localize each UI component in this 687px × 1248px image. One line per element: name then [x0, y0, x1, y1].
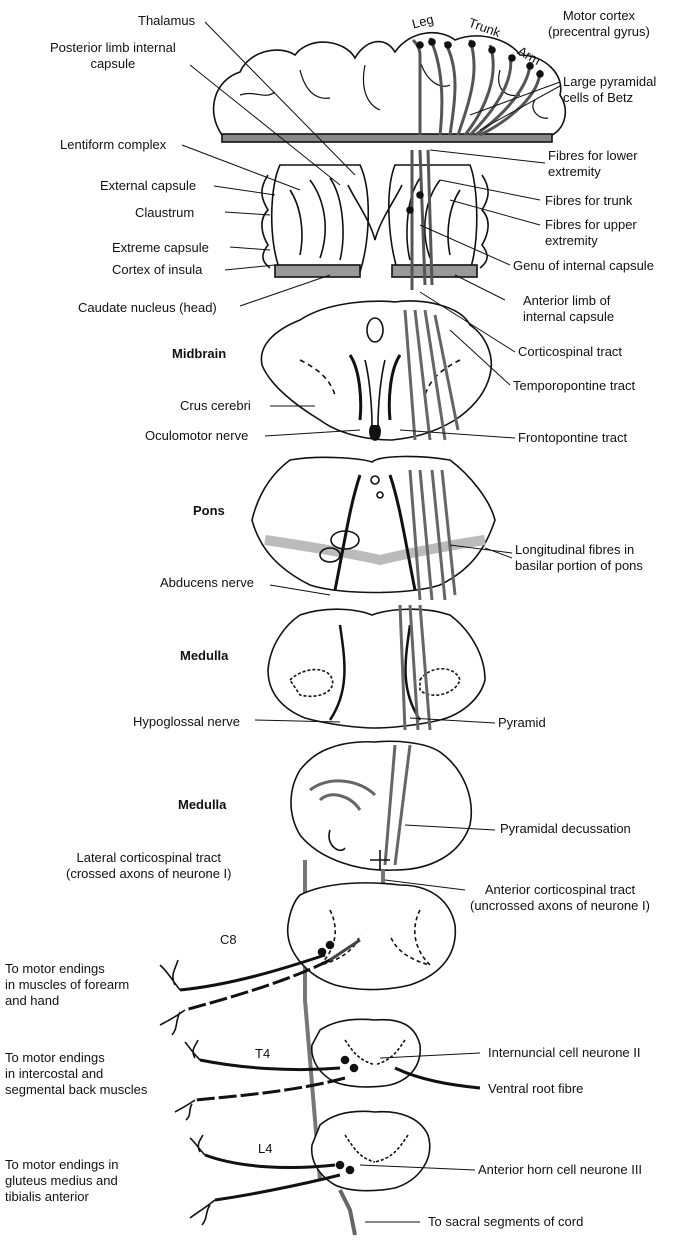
- internal-capsule-section: [261, 149, 489, 290]
- spinal-cord-c8: [159, 882, 457, 1036]
- label-thalamus: Thalamus: [138, 13, 196, 28]
- label-frontopontine: Frontopontine tract: [518, 430, 628, 445]
- label-claustrum: Claustrum: [135, 205, 195, 220]
- label-lateral-corticospinal: Lateral corticospinal tract (crossed axo…: [66, 850, 232, 881]
- label-fibres-lower: Fibres for lower extremity: [548, 148, 638, 179]
- label-external-capsule: External capsule: [100, 178, 197, 193]
- medulla-lower-section: [290, 740, 472, 871]
- label-oculomotor: Oculomotor nerve: [145, 428, 249, 443]
- label-anterior-corticospinal: Anterior corticospinal tract (uncrossed …: [470, 882, 650, 913]
- label-pyramid: Pyramid: [498, 715, 546, 730]
- label-midbrain: Midbrain: [172, 346, 227, 361]
- label-hypoglossal: Hypoglossal nerve: [133, 714, 240, 729]
- spinal-cord-t4: [174, 1018, 481, 1121]
- leader-lines: [181, 21, 561, 1223]
- medulla-upper-section: [267, 604, 486, 731]
- label-internuncial: Internuncial cell neurone II: [488, 1045, 641, 1060]
- label-lentiform: Lentiform complex: [60, 137, 167, 152]
- label-intercostal: To motor endings in intercostal and segm…: [5, 1050, 148, 1097]
- spinal-cord-l4: [189, 1110, 431, 1236]
- midbrain-section: [260, 300, 492, 441]
- label-motor-cortex: Motor cortex (precentral gyrus): [548, 8, 650, 39]
- label-genu: Genu of internal capsule: [513, 258, 654, 273]
- label-medulla-lower: Medulla: [178, 797, 227, 812]
- label-forearm: To motor endings in muscles of forearm a…: [5, 961, 130, 1008]
- label-ventral-root: Ventral root fibre: [488, 1081, 584, 1096]
- label-insula: Cortex of insula: [112, 262, 203, 277]
- label-pyramidal-decussation: Pyramidal decussation: [500, 821, 631, 836]
- label-l4: L4: [258, 1141, 273, 1156]
- label-fibres-upper: Fibres for upper extremity: [545, 217, 637, 248]
- label-fibres-trunk: Fibres for trunk: [545, 193, 633, 208]
- label-gluteus: To motor endings in gluteus medius and t…: [5, 1157, 119, 1204]
- label-t4: T4: [255, 1046, 271, 1061]
- label-caudate: Caudate nucleus (head): [78, 300, 217, 315]
- label-crus: Crus cerebri: [180, 398, 251, 413]
- label-betz: Large pyramidal cells of Betz: [563, 74, 657, 105]
- motor-cortex-section: [212, 32, 567, 143]
- label-medulla-upper: Medulla: [180, 648, 229, 663]
- label-longitudinal: Longitudinal fibres in basilar portion o…: [515, 542, 643, 573]
- label-c8: C8: [220, 932, 237, 947]
- label-abducens: Abducens nerve: [160, 575, 254, 590]
- label-sacral: To sacral segments of cord: [428, 1214, 584, 1229]
- label-corticospinal: Corticospinal tract: [518, 344, 623, 359]
- label-pons: Pons: [193, 503, 225, 518]
- label-anterior-horn: Anterior horn cell neurone III: [478, 1162, 643, 1177]
- label-extreme-capsule: Extreme capsule: [112, 240, 209, 255]
- label-posterior-limb: Posterior limb internal capsule: [50, 40, 176, 71]
- label-temporopontine: Temporopontine tract: [513, 378, 636, 393]
- label-anterior-limb: Anterior limb of internal capsule: [523, 293, 615, 324]
- pons-section: [251, 455, 496, 601]
